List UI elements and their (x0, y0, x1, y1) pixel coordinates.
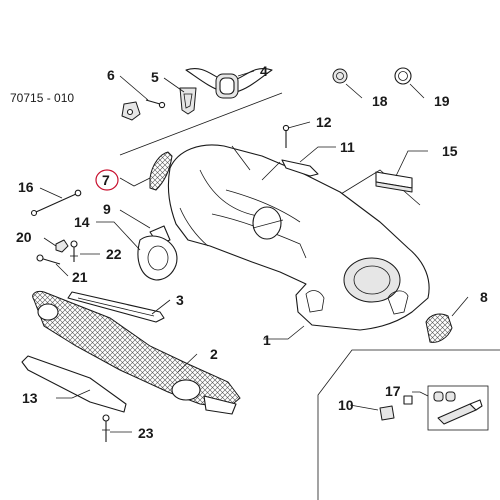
part-12-retaining-pin (282, 124, 290, 148)
callout-20: 20 (16, 229, 32, 245)
part-1-bumper-cover (167, 144, 430, 331)
part-23-push-clip (102, 414, 110, 442)
callout-22: 22 (106, 246, 122, 262)
part-5-badge (179, 87, 197, 115)
part-20-clip-nut (55, 239, 69, 253)
callout-9: 9 (103, 201, 111, 217)
part-3-crossbar-strip (67, 291, 165, 323)
part-10-clip (379, 405, 395, 421)
callout-15: 15 (442, 143, 458, 159)
callout-17: 17 (385, 383, 401, 399)
callout-18: 18 (372, 93, 388, 109)
callout-1: 1 (263, 332, 271, 348)
callout-11: 11 (340, 139, 355, 155)
callout-8: 8 (480, 289, 488, 305)
part-4-emblem-bar (185, 68, 273, 99)
reference-code-label: 70715 - 010 (10, 91, 74, 105)
callout-3: 3 (176, 292, 184, 308)
callout-13: 13 (22, 390, 38, 406)
callout-6: 6 (107, 67, 115, 83)
part-17-repair-kit (403, 385, 489, 431)
callout-labels: 70715 - 010 1 2 3 4 5 6 7 8 9 10 11 12 1… (10, 63, 488, 441)
part-14-fog-lamp-bezel (137, 235, 178, 281)
callout-19: 19 (434, 93, 450, 109)
callout-16: 16 (18, 179, 34, 195)
part-13-lower-spoiler (21, 355, 127, 413)
callout-10: 10 (338, 397, 354, 413)
part-2-lower-grille (32, 291, 241, 415)
part-16-tow-rod (30, 189, 82, 217)
part-18-cap (332, 68, 348, 84)
callout-14: 14 (74, 214, 90, 230)
bracket-part-70715 (121, 101, 141, 121)
callout-7: 7 (102, 172, 110, 188)
callout-2: 2 (210, 346, 218, 362)
callout-21: 21 (72, 269, 88, 285)
part-15-absorber-block (375, 171, 413, 193)
part-22-push-clip (70, 240, 78, 262)
callout-4: 4 (260, 63, 268, 79)
part-6-screw (145, 99, 166, 109)
callout-23: 23 (138, 425, 154, 441)
leader-lines (39, 70, 469, 433)
part-19-cap (394, 67, 412, 85)
part-7-left-side-grille (149, 151, 173, 191)
section-guide-lines (119, 92, 500, 500)
highlight-circle-part-7 (95, 169, 119, 191)
callout-12: 12 (316, 114, 332, 130)
part-8-right-side-grille (425, 313, 453, 343)
callout-5: 5 (151, 69, 159, 85)
part-11-mounting-strip (281, 159, 319, 177)
part-21-bolt (36, 254, 61, 265)
